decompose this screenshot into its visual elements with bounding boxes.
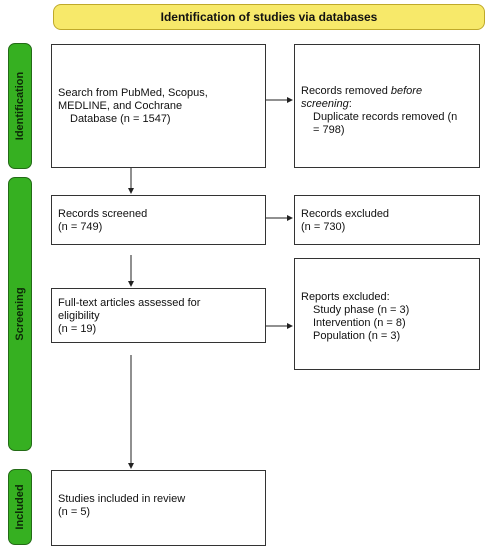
included-line-1: Studies included in review bbox=[58, 493, 186, 505]
studies-included-box: Studies included in review (n = 5) bbox=[51, 470, 266, 546]
included-line-2: (n = 5) bbox=[58, 506, 91, 518]
reports-excluded-box: Reports excluded: Study phase (n = 3) In… bbox=[294, 258, 480, 370]
search-line-2: MEDLINE, and Cochrane bbox=[58, 100, 183, 112]
search-line-1: Search from PubMed, Scopus, bbox=[58, 87, 208, 99]
removed-line-2: screening: bbox=[301, 98, 352, 110]
fulltext-line-1: Full-text articles assessed for bbox=[58, 297, 201, 309]
reports-item: Population (n = 3) bbox=[313, 330, 401, 342]
removed-line-1: Records removed before bbox=[301, 85, 423, 97]
removed-line-4: = 798) bbox=[313, 124, 345, 136]
excluded-line-1: Records excluded bbox=[301, 208, 390, 220]
records-removed-box: Records removed before screening: Duplic… bbox=[294, 44, 480, 168]
search-box: Search from PubMed, Scopus, MEDLINE, and… bbox=[51, 44, 266, 168]
stage-screening: Screening bbox=[8, 177, 32, 451]
removed-line-3: Duplicate records removed (n bbox=[313, 111, 458, 123]
records-excluded-box: Records excluded (n = 730) bbox=[294, 195, 480, 245]
fulltext-line-2: eligibility bbox=[58, 310, 100, 322]
fulltext-line-3: (n = 19) bbox=[58, 323, 97, 335]
reports-item: Intervention (n = 8) bbox=[313, 317, 406, 329]
screened-line-2: (n = 749) bbox=[58, 221, 103, 233]
screened-line-1: Records screened bbox=[58, 208, 148, 220]
reports-item: Study phase (n = 3) bbox=[313, 304, 410, 316]
stage-included: Included bbox=[8, 469, 32, 545]
fulltext-box: Full-text articles assessed for eligibil… bbox=[51, 288, 266, 343]
excluded-line-2: (n = 730) bbox=[301, 221, 346, 233]
records-screened-box: Records screened (n = 749) bbox=[51, 195, 266, 245]
search-line-3: Database (n = 1547) bbox=[70, 113, 171, 125]
reports-title: Reports excluded: bbox=[301, 291, 390, 303]
stage-identification: Identification bbox=[8, 43, 32, 169]
diagram-header: Identification of studies via databases bbox=[53, 4, 485, 30]
header-title: Identification of studies via databases bbox=[160, 10, 378, 24]
